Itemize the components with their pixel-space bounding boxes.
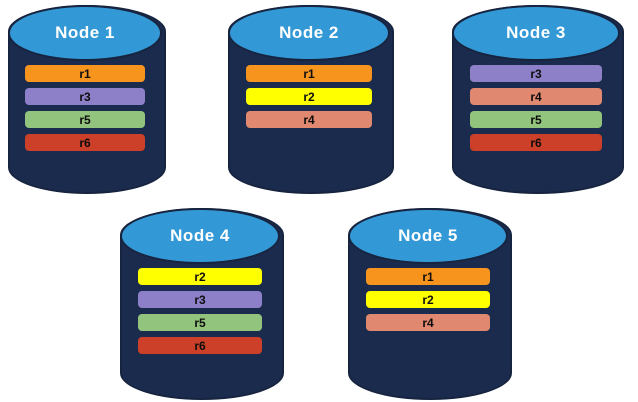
row-label: r1 bbox=[303, 66, 315, 81]
row-list: r3 r4 r5 r6 bbox=[452, 65, 620, 151]
row-label: r2 bbox=[303, 89, 315, 104]
row-list: r1 r2 r4 bbox=[228, 65, 390, 128]
cylinder-top-ellipse: Node 4 bbox=[120, 208, 280, 265]
row-list: r1 r2 r4 bbox=[348, 268, 508, 331]
row-bar[interactable]: r3 bbox=[137, 291, 263, 308]
node-cylinder-3[interactable]: Node 3 r3 r4 r5 r6 bbox=[452, 5, 624, 194]
row-label: r6 bbox=[194, 338, 206, 353]
row-list: r1 r3 r5 r6 bbox=[8, 65, 162, 151]
row-label: r2 bbox=[194, 269, 206, 284]
row-label: r1 bbox=[79, 66, 91, 81]
row-bar[interactable]: r6 bbox=[470, 134, 602, 151]
row-bar[interactable]: r5 bbox=[137, 314, 263, 331]
row-label: r5 bbox=[530, 112, 542, 127]
row-label: r4 bbox=[422, 315, 434, 330]
row-bar[interactable]: r6 bbox=[137, 337, 263, 354]
row-bar[interactable]: r3 bbox=[470, 65, 602, 82]
cylinder-top-ellipse: Node 5 bbox=[348, 208, 508, 265]
node-cylinder-5[interactable]: Node 5 r1 r2 r4 bbox=[348, 208, 512, 400]
row-list: r2 r3 r5 r6 bbox=[120, 268, 280, 354]
node-title: Node 5 bbox=[398, 226, 458, 246]
row-bar[interactable]: r4 bbox=[245, 111, 373, 128]
row-bar[interactable]: r1 bbox=[24, 65, 146, 82]
row-bar[interactable]: r4 bbox=[470, 88, 602, 105]
row-label: r6 bbox=[530, 135, 542, 150]
row-bar[interactable]: r3 bbox=[24, 88, 146, 105]
cylinder-top-ellipse: Node 1 bbox=[8, 5, 162, 61]
row-label: r5 bbox=[194, 315, 206, 330]
row-bar[interactable]: r1 bbox=[245, 65, 373, 82]
node-title: Node 4 bbox=[170, 226, 230, 246]
node-title: Node 1 bbox=[55, 22, 115, 42]
row-label: r4 bbox=[530, 89, 542, 104]
row-label: r3 bbox=[194, 292, 206, 307]
row-label: r1 bbox=[422, 269, 434, 284]
row-bar[interactable]: r5 bbox=[24, 111, 146, 128]
node-title: Node 3 bbox=[506, 22, 566, 42]
row-bar[interactable]: r1 bbox=[365, 268, 491, 285]
row-label: r2 bbox=[422, 292, 434, 307]
row-bar[interactable]: r4 bbox=[365, 314, 491, 331]
row-label: r3 bbox=[530, 66, 542, 81]
row-bar[interactable]: r5 bbox=[470, 111, 602, 128]
row-label: r5 bbox=[79, 112, 91, 127]
node-cylinder-1[interactable]: Node 1 r1 r3 r5 r6 bbox=[8, 5, 166, 194]
row-label: r6 bbox=[79, 135, 91, 150]
row-label: r4 bbox=[303, 112, 315, 127]
node-cylinder-2[interactable]: Node 2 r1 r2 r4 bbox=[228, 5, 394, 194]
row-bar[interactable]: r6 bbox=[24, 134, 146, 151]
node-cylinder-4[interactable]: Node 4 r2 r3 r5 r6 bbox=[120, 208, 284, 400]
row-label: r3 bbox=[79, 89, 91, 104]
cylinder-top-ellipse: Node 2 bbox=[228, 5, 390, 61]
row-bar[interactable]: r2 bbox=[245, 88, 373, 105]
row-bar[interactable]: r2 bbox=[365, 291, 491, 308]
cylinder-top-ellipse: Node 3 bbox=[452, 5, 620, 61]
row-bar[interactable]: r2 bbox=[137, 268, 263, 285]
node-title: Node 2 bbox=[279, 22, 339, 42]
